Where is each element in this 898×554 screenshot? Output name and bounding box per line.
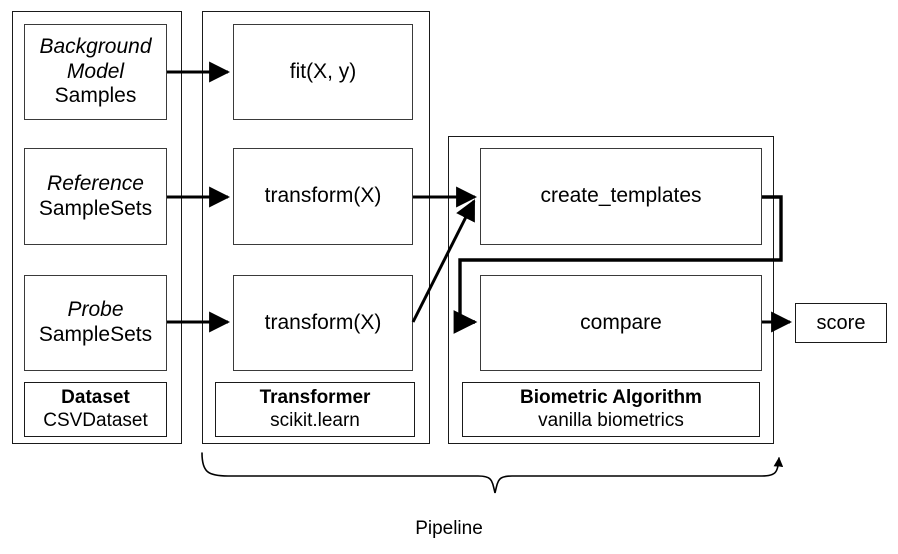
node-reference-samplesets[interactable]: Reference SampleSets xyxy=(24,148,167,245)
node-line-1: transform(X) xyxy=(264,184,382,208)
node-line-1: Probe xyxy=(67,298,124,322)
node-line-1: fit(X, y) xyxy=(289,59,357,83)
legend-dataset: Dataset CSVDataset xyxy=(24,382,167,437)
node-fit[interactable]: fit(X, y) xyxy=(233,24,413,120)
node-line-1: create_templates xyxy=(540,184,702,208)
pipeline-brace-label: Pipeline xyxy=(415,518,483,539)
node-line-1: transform(X) xyxy=(264,310,382,334)
node-probe-samplesets[interactable]: Probe SampleSets xyxy=(24,275,167,371)
node-line-2: Model xyxy=(66,59,125,83)
node-create-templates[interactable]: create_templates xyxy=(480,148,762,245)
node-line-3: Samples xyxy=(54,84,137,108)
legend-subtitle: scikit.learn xyxy=(270,409,360,431)
legend-biometric-algorithm: Biometric Algorithm vanilla biometrics xyxy=(462,382,760,437)
node-line-2: SampleSets xyxy=(38,323,153,346)
legend-subtitle: CSVDataset xyxy=(43,409,148,431)
legend-title: Transformer xyxy=(259,386,371,408)
node-line-1: Reference xyxy=(47,171,144,195)
score-label: score xyxy=(816,311,866,334)
pipeline-brace xyxy=(201,452,784,494)
legend-transformer: Transformer scikit.learn xyxy=(215,382,415,437)
node-line-1: compare xyxy=(580,310,662,334)
legend-title: Biometric Algorithm xyxy=(520,386,702,408)
node-line-2: SampleSets xyxy=(38,196,153,220)
node-background-model-samples[interactable]: Background Model Samples xyxy=(24,24,167,120)
node-transform-reference[interactable]: transform(X) xyxy=(233,148,413,245)
legend-title: Dataset xyxy=(61,386,130,408)
legend-subtitle: vanilla biometrics xyxy=(538,409,684,431)
node-transform-probe[interactable]: transform(X) xyxy=(233,275,413,371)
node-line-1: Background xyxy=(39,34,152,58)
dataset-container xyxy=(12,11,182,444)
node-score[interactable]: score xyxy=(795,303,887,343)
node-compare[interactable]: compare xyxy=(480,275,762,371)
